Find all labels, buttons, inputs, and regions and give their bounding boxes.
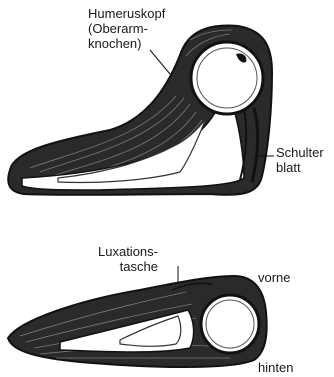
label-schulterblatt-line-1: Schulter: [276, 145, 324, 160]
label-humeruskopf: Humeruskopf (Oberarm- knochen): [88, 6, 165, 51]
humeral-head-upper: [191, 42, 263, 114]
label-hinten: hinten: [258, 360, 293, 375]
label-humeruskopf-line-3: knochen): [88, 36, 165, 51]
label-luxationstasche-line-1: Luxations-: [98, 244, 158, 259]
label-luxationstasche-line-2: tasche: [98, 259, 158, 274]
label-humeruskopf-line-1: Humeruskopf: [88, 6, 165, 21]
label-vorne: vorne: [258, 270, 291, 285]
humeral-head-lower: [201, 295, 259, 353]
label-luxationstasche: Luxations- tasche: [98, 244, 158, 274]
lower-shoulder-diagram: [8, 276, 267, 367]
label-humeruskopf-line-2: (Oberarm-: [88, 21, 165, 36]
leader-humeruskopf: [150, 50, 170, 74]
label-schulterblatt-line-2: blatt: [276, 160, 324, 175]
label-schulterblatt: Schulter blatt: [276, 145, 324, 175]
